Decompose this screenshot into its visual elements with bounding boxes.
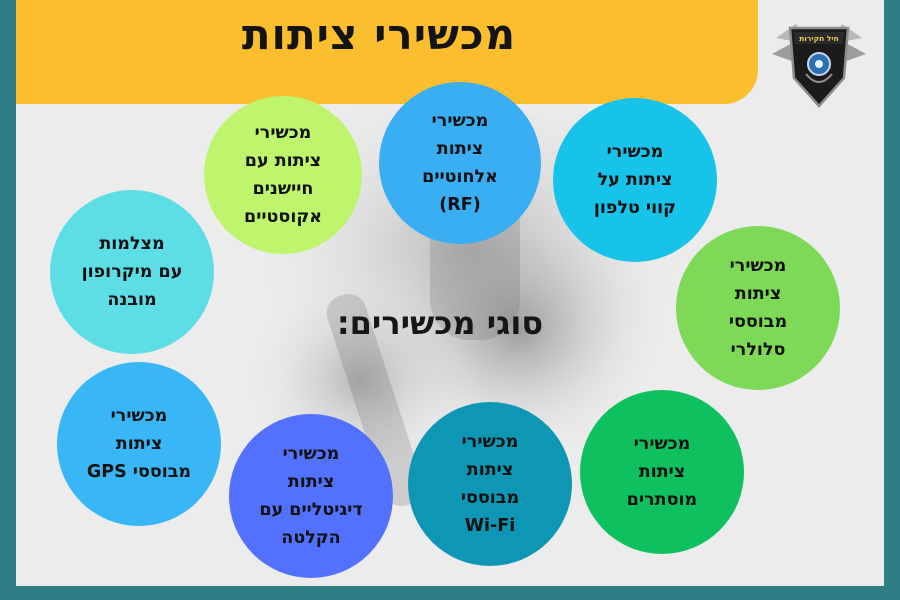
bubble-hidden: מכשירי ציתות מוסתרים bbox=[580, 390, 744, 554]
bubble-camera-microphone: מצלמות עם מיקרופון מובנה bbox=[50, 190, 214, 354]
frame-left bbox=[0, 0, 16, 600]
bubble-gps: מכשירי ציתות מבוססי GPS bbox=[57, 362, 221, 526]
bubble-label: מכשירי ציתות עם חיישנים אקוסטיים bbox=[244, 123, 322, 227]
bubble-label: מכשירי ציתות על קווי טלפון bbox=[593, 142, 677, 218]
bubble-digital-recording: מכשירי ציתות דיגיטליים עם הקלטה bbox=[229, 414, 393, 578]
bubble-label: מכשירי ציתות דיגיטליים עם הקלטה bbox=[259, 444, 363, 548]
title-banner: מכשירי ציתות bbox=[0, 0, 758, 104]
bubble-phone-lines: מכשירי ציתות על קווי טלפון bbox=[553, 98, 717, 262]
bubble-cellular: מכשירי ציתות מבוססי סלולרי bbox=[676, 226, 840, 390]
bubble-label: מכשירי ציתות מוסתרים bbox=[626, 434, 698, 510]
bubble-acoustic: מכשירי ציתות עם חיישנים אקוסטיים bbox=[204, 96, 362, 254]
bubble-label: מכשירי ציתות אלחוטיים (RF) bbox=[422, 111, 498, 215]
page-title: מכשירי ציתות bbox=[241, 9, 517, 59]
shield-eagle-logo-icon: חיל חקירות bbox=[772, 24, 866, 108]
bubble-label: מצלמות עם מיקרופון מובנה bbox=[81, 234, 183, 310]
bubble-label: מכשירי ציתות מבוססי סלולרי bbox=[728, 256, 788, 360]
bubble-label: מכשירי ציתות מבוססי Wi-Fi bbox=[460, 432, 520, 536]
frame-right bbox=[884, 0, 900, 600]
frame-bottom bbox=[0, 586, 900, 600]
bubble-wifi: מכשירי ציתות מבוססי Wi-Fi bbox=[408, 402, 572, 566]
bubble-rf: מכשירי ציתות אלחוטיים (RF) bbox=[379, 82, 541, 244]
section-subtitle: סוגי מכשירים: bbox=[336, 304, 544, 342]
bubble-label: מכשירי ציתות מבוססי GPS bbox=[86, 406, 192, 482]
logo-text: חיל חקירות bbox=[799, 34, 839, 43]
